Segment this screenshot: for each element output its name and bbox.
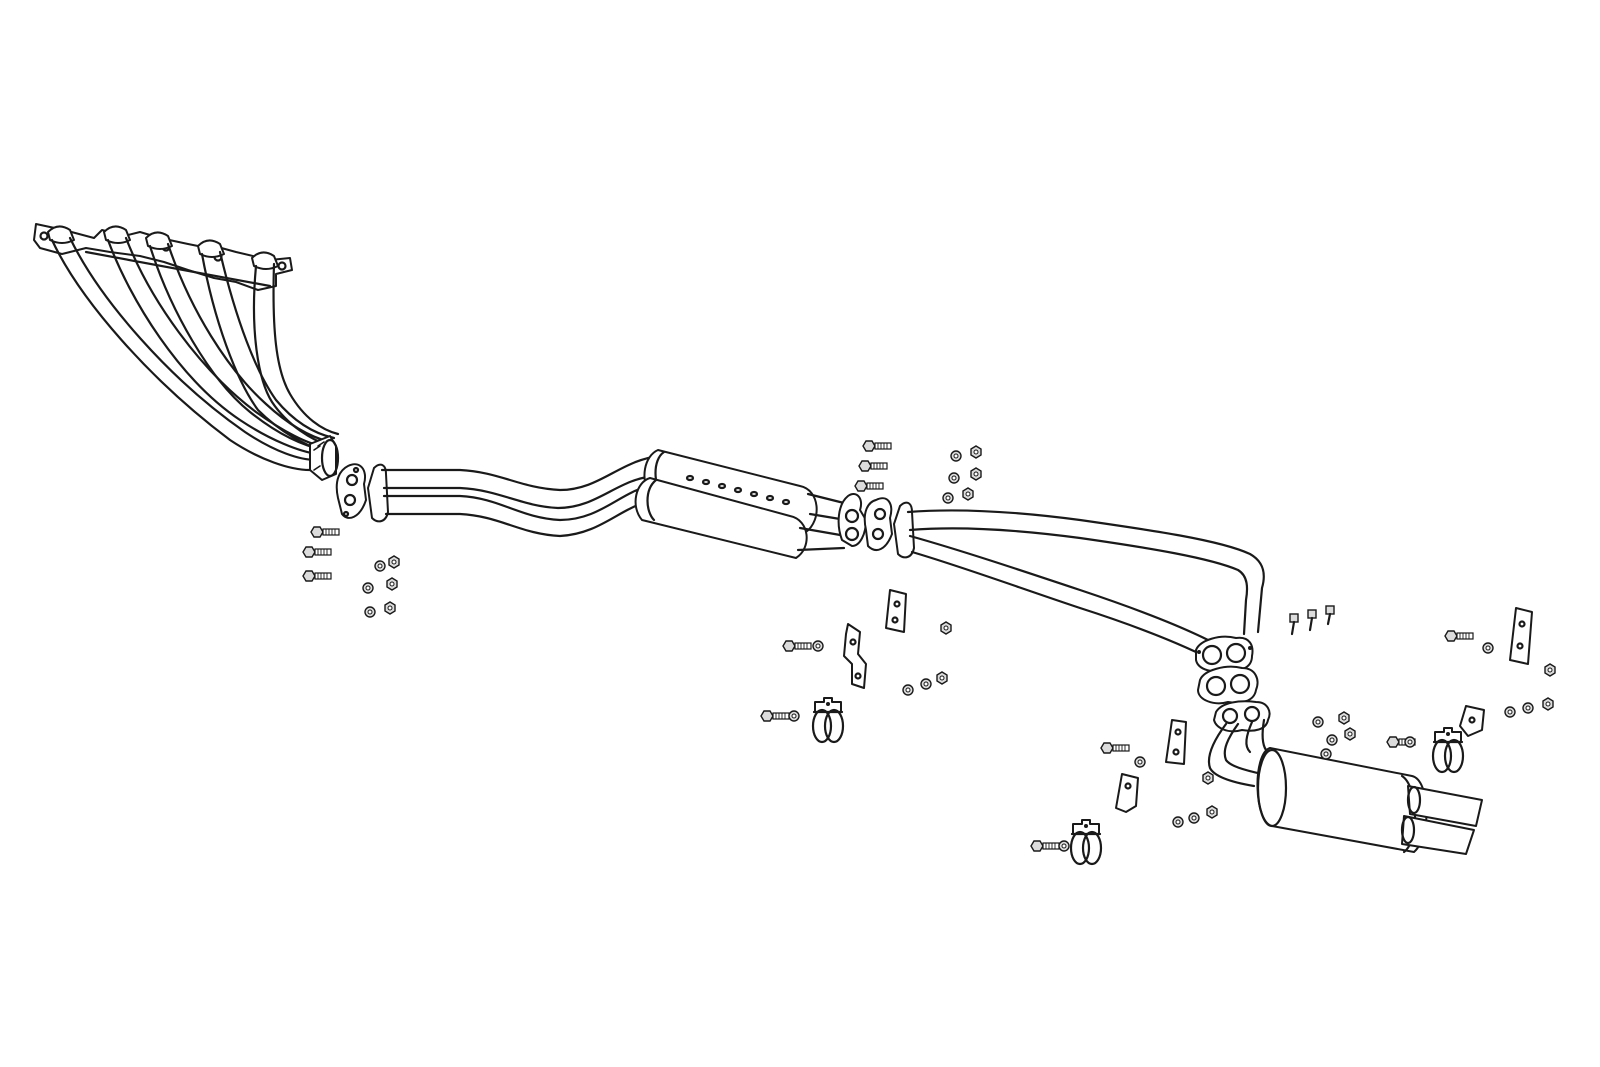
gasket-icon bbox=[863, 497, 893, 551]
bracket-icon bbox=[843, 623, 867, 689]
bolt-icon bbox=[1289, 605, 1335, 636]
resonator-icon bbox=[634, 449, 867, 559]
gasket-icon bbox=[335, 463, 367, 519]
clamp-icon bbox=[1069, 818, 1103, 866]
gasket-icon bbox=[1197, 665, 1259, 705]
bracket-icon bbox=[1459, 705, 1485, 737]
bracket-icon bbox=[1509, 607, 1533, 665]
clamp-icon bbox=[811, 696, 845, 744]
nut-icon bbox=[384, 445, 1556, 819]
muffler-icon bbox=[1207, 700, 1483, 855]
pipe-icon bbox=[367, 454, 662, 538]
clamp-icon bbox=[1431, 726, 1465, 774]
header-manifold-icon bbox=[33, 223, 340, 481]
bracket-icon bbox=[1165, 719, 1187, 765]
bracket-icon bbox=[885, 589, 907, 633]
bracket-icon bbox=[1115, 773, 1139, 813]
pipe-icon bbox=[893, 501, 1265, 673]
